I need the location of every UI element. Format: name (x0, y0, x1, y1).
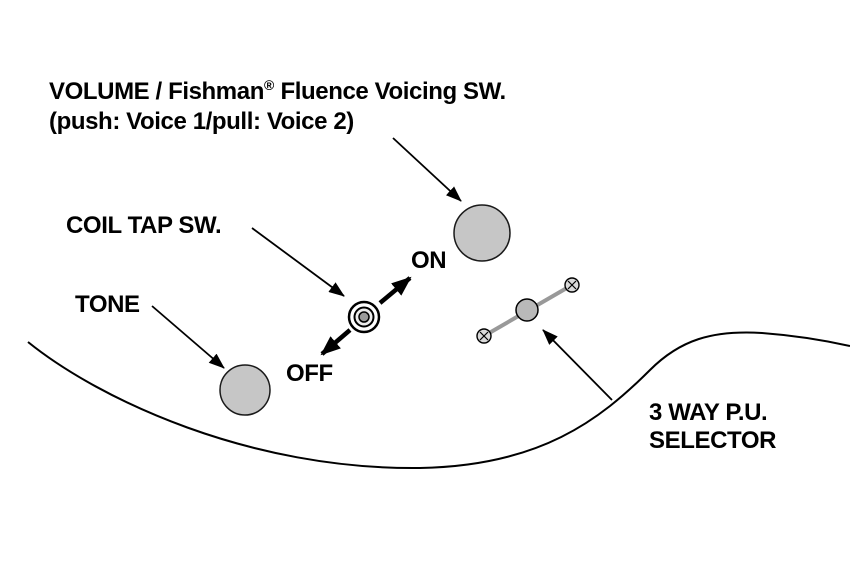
coil-tap-switch (347, 300, 381, 334)
selector-screw-right (564, 277, 580, 293)
coil-tap-label: COIL TAP SW. (66, 212, 222, 239)
tone-knob (219, 364, 271, 416)
selector-screw-left (476, 328, 492, 344)
selector-lever-knob (515, 298, 539, 322)
selector-leader-arrow (542, 329, 613, 401)
selector-label-line1: 3 WAY P.U. (649, 399, 768, 426)
coil-tap-leader-arrow (251, 227, 345, 297)
switch-on-label: ON (411, 247, 447, 274)
tone-leader-arrow (151, 305, 225, 369)
volume-leader-arrow (392, 137, 462, 202)
switch-off-label: OFF (286, 360, 333, 387)
switch-on-arrow (378, 276, 412, 305)
tone-label: TONE (75, 291, 140, 318)
volume-label-line2: (push: Voice 1/pull: Voice 2) (49, 108, 354, 135)
guitar-body-outline (27, 331, 850, 470)
volume-knob (453, 204, 511, 262)
selector-label-line2: SELECTOR (649, 427, 777, 454)
registered-mark: ® (263, 77, 275, 93)
volume-label-line1: VOLUME / Fishman® Fluence Voicing SW. (49, 77, 506, 106)
volume-label-post: Fluence Voicing SW. (274, 78, 506, 105)
three-way-pickup-selector (476, 277, 580, 344)
volume-label-pre: VOLUME / Fishman (49, 78, 264, 105)
switch-off-arrow (320, 328, 352, 356)
